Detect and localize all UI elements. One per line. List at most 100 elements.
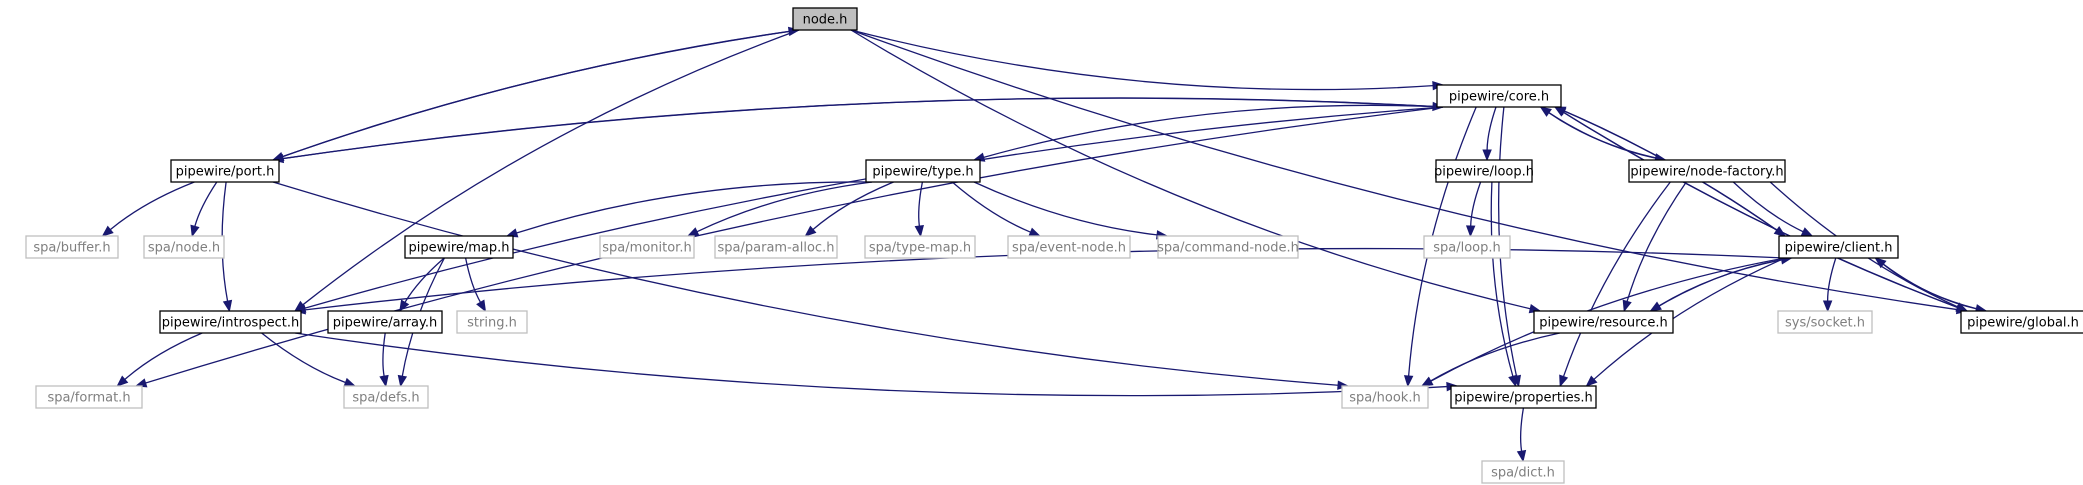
edge-loop-to-properties bbox=[1490, 181, 1514, 377]
edge-node_h-to-core bbox=[850, 29, 1434, 91]
edge-arrowhead-type-to-monitor bbox=[686, 227, 700, 237]
node-label-defs: spa/defs.h bbox=[352, 391, 419, 406]
node-label-monitor: spa/monitor.h bbox=[602, 241, 691, 256]
node-client[interactable]: pipewire/client.h bbox=[1778, 235, 1899, 259]
edge-arrowhead-array-to-defs bbox=[379, 374, 389, 388]
edge-core-to-loop bbox=[1486, 106, 1497, 151]
node-box-buffer bbox=[25, 235, 119, 259]
edge-node_h-to-port bbox=[282, 29, 800, 158]
edge-core-to-introspect bbox=[304, 106, 1444, 309]
node-label-commandnode: spa/command-node.h bbox=[1157, 241, 1299, 256]
edge-node_h-to-resource bbox=[850, 29, 1531, 310]
node-box-resource bbox=[1533, 310, 1674, 334]
edge-loop-to-spaloop bbox=[1470, 181, 1482, 227]
node-box-map bbox=[404, 235, 514, 259]
node-label-port: pipewire/port.h bbox=[176, 165, 275, 180]
edge-array-to-defs bbox=[382, 332, 386, 377]
edge-global-to-client bbox=[1882, 263, 1987, 312]
edge-type-to-map bbox=[516, 181, 873, 234]
node-type[interactable]: pipewire/type.h bbox=[865, 159, 981, 183]
node-box-core bbox=[1436, 84, 1562, 108]
node-label-map: pipewire/map.h bbox=[408, 241, 509, 256]
node-box-type bbox=[865, 159, 981, 183]
edge-arrowhead-global-to-core bbox=[1553, 106, 1567, 117]
node-box-eventnode bbox=[1007, 235, 1131, 259]
node-node_h[interactable]: node.h bbox=[792, 7, 858, 31]
node-box-typemap bbox=[864, 235, 976, 259]
node-box-commandnode bbox=[1157, 235, 1299, 259]
node-label-introspect: pipewire/introspect.h bbox=[162, 316, 299, 331]
node-box-introspect bbox=[159, 310, 302, 334]
edge-arrowhead-client-to-socket bbox=[1822, 300, 1833, 313]
edge-arrowhead-properties-to-dict bbox=[1516, 449, 1527, 463]
edge-arrowhead-type-to-eventnode bbox=[1028, 227, 1042, 237]
node-label-node_h: node.h bbox=[803, 13, 848, 28]
node-hook: spa/hook.h bbox=[1341, 385, 1429, 409]
node-resource[interactable]: pipewire/resource.h bbox=[1533, 310, 1674, 334]
node-label-buffer: spa/buffer.h bbox=[33, 241, 110, 256]
edge-type-to-monitor bbox=[696, 181, 873, 233]
node-spaloop: spa/loop.h bbox=[1423, 235, 1511, 259]
edge-client-to-socket bbox=[1826, 257, 1837, 302]
node-box-nodefactory bbox=[1628, 159, 1786, 183]
edge-introspect-to-format bbox=[124, 332, 203, 380]
node-port[interactable]: pipewire/port.h bbox=[170, 159, 280, 183]
node-label-client: pipewire/client.h bbox=[1785, 241, 1893, 256]
edge-arrowhead-nodefactory-to-client bbox=[1800, 227, 1814, 237]
node-core[interactable]: pipewire/core.h bbox=[1436, 84, 1562, 108]
edge-arrowhead-core-to-hook bbox=[1403, 375, 1414, 388]
edge-arrowhead-map-to-defs bbox=[397, 374, 408, 388]
node-eventnode: spa/event-node.h bbox=[1007, 235, 1131, 259]
edge-arrowhead-loop-to-spaloop bbox=[1465, 225, 1476, 238]
node-box-spanode bbox=[143, 235, 225, 259]
edge-core-to-nodefactory bbox=[1540, 106, 1656, 159]
node-label-eventnode: spa/event-node.h bbox=[1012, 241, 1126, 256]
node-box-array bbox=[327, 310, 443, 334]
node-label-properties: pipewire/properties.h bbox=[1454, 391, 1593, 406]
node-properties[interactable]: pipewire/properties.h bbox=[1450, 385, 1597, 409]
node-box-node_h bbox=[792, 7, 858, 31]
node-label-core: pipewire/core.h bbox=[1449, 90, 1549, 105]
edge-introspect-to-defs bbox=[261, 332, 346, 384]
edge-arrowhead-resource-to-hook bbox=[1420, 376, 1434, 387]
node-label-paramalloc: spa/param-alloc.h bbox=[718, 241, 835, 256]
node-array[interactable]: pipewire/array.h bbox=[327, 310, 443, 334]
node-label-typemap: spa/type-map.h bbox=[869, 241, 971, 256]
edge-nodefactory-to-core bbox=[1548, 112, 1666, 161]
node-socket: sys/socket.h bbox=[1777, 310, 1873, 334]
edge-arrowhead-nodefactory-to-core bbox=[1539, 106, 1552, 117]
node-label-dict: spa/dict.h bbox=[1491, 466, 1555, 481]
node-label-format: spa/format.h bbox=[47, 391, 130, 406]
edge-port-to-hook bbox=[272, 181, 1339, 386]
edge-arrowhead-map-to-stringh bbox=[476, 299, 487, 313]
node-box-socket bbox=[1777, 310, 1873, 334]
node-buffer: spa/buffer.h bbox=[25, 235, 119, 259]
node-box-monitor bbox=[599, 235, 695, 259]
node-label-hook: spa/hook.h bbox=[1349, 391, 1420, 406]
edge-port-to-buffer bbox=[109, 181, 195, 231]
node-global[interactable]: pipewire/global.h bbox=[1960, 310, 2083, 334]
node-label-socket: sys/socket.h bbox=[1785, 316, 1865, 331]
edge-port-to-node_h bbox=[272, 30, 790, 161]
edge-type-to-paramalloc bbox=[812, 181, 894, 230]
node-box-spaloop bbox=[1423, 235, 1511, 259]
edge-arrowhead-nodefactory-to-resource bbox=[1622, 299, 1632, 313]
edge-core-to-port bbox=[282, 97, 1444, 160]
edge-resource-to-hook bbox=[1430, 332, 1560, 382]
node-loop[interactable]: pipewire/loop.h bbox=[1434, 159, 1534, 183]
node-box-dict bbox=[1481, 460, 1565, 484]
node-map[interactable]: pipewire/map.h bbox=[404, 235, 514, 259]
edge-type-to-typemap bbox=[918, 181, 924, 227]
edge-global-to-core bbox=[1563, 111, 1968, 312]
node-nodefactory[interactable]: pipewire/node-factory.h bbox=[1628, 159, 1786, 183]
node-box-stringh bbox=[456, 310, 528, 334]
node-label-spaloop: spa/loop.h bbox=[1433, 241, 1501, 256]
edge-arrowhead-introspect-to-defs bbox=[343, 377, 357, 387]
node-introspect[interactable]: pipewire/introspect.h bbox=[159, 310, 302, 334]
edge-port-to-core bbox=[272, 97, 1434, 161]
edge-map-to-stringh bbox=[464, 257, 482, 303]
node-monitor: spa/monitor.h bbox=[599, 235, 695, 259]
edge-node_h-to-introspect bbox=[302, 29, 800, 306]
edge-arrowhead-type-to-typemap bbox=[914, 224, 924, 238]
